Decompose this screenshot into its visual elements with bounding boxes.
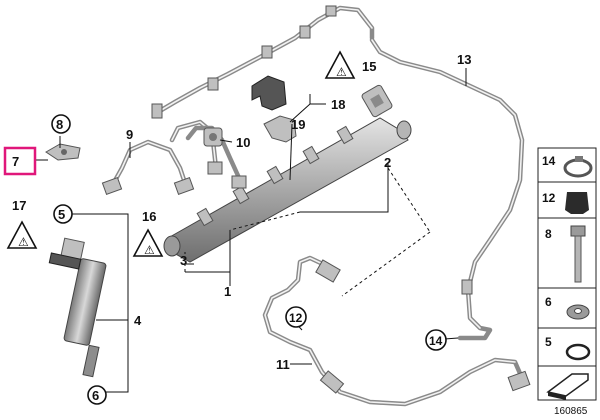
warning-triangle-icon: ⚠ <box>324 50 356 79</box>
rail-port <box>336 125 354 145</box>
callout-6: 6 <box>92 388 99 403</box>
legend-label: 5 <box>545 335 552 349</box>
line-nut <box>101 176 123 196</box>
legend-cell-washer[interactable]: 6 <box>537 287 597 329</box>
legend-cell-seal-ring[interactable]: 5 <box>537 327 597 367</box>
callout-10: 10 <box>236 135 250 150</box>
callout-circle <box>285 306 307 328</box>
callout-14: 14 <box>429 334 443 348</box>
callouts: 1 2 3 4 5 6 7 8 9 10 11 12 13 14 <box>3 50 471 405</box>
line-nut <box>173 176 195 196</box>
overview-arrow-shadow <box>548 392 566 400</box>
line-nut <box>231 175 247 189</box>
warning-triangle-icon: ⚠ <box>6 220 38 249</box>
harness-clip <box>261 45 273 59</box>
callout-18: 18 <box>331 97 345 112</box>
harness-clip <box>207 77 219 91</box>
rail-port <box>196 207 214 227</box>
callout-3: 3 <box>180 253 187 268</box>
hose-clamp-screw <box>575 156 583 162</box>
pipe-clamp[interactable] <box>203 127 223 147</box>
seal-ring-icon <box>565 343 591 361</box>
svg-text:⚠: ⚠ <box>336 65 347 79</box>
svg-text:⚠: ⚠ <box>18 235 29 249</box>
callout-12: 12 <box>289 311 303 325</box>
callout-circle <box>87 385 107 405</box>
legend-cell-hose-clamp[interactable]: 14 <box>537 147 597 183</box>
fuel-injector[interactable] <box>48 237 107 378</box>
washer-hole <box>574 308 582 314</box>
callout-circle <box>51 114 71 134</box>
callout-5: 5 <box>58 207 65 222</box>
diagram-number: 160865 <box>554 406 588 417</box>
bolt-head-icon <box>570 225 586 237</box>
callout-17: 17 <box>12 198 26 213</box>
rail-end-cap <box>396 120 412 140</box>
rail-port <box>232 185 250 205</box>
warning-triangle-icon: ⚠ <box>132 228 164 257</box>
harness-clip <box>151 103 163 119</box>
rail-port <box>302 145 320 165</box>
line-nut <box>319 370 345 394</box>
legend-cell-bolt[interactable]: 8 <box>537 217 597 289</box>
callout-circle <box>53 204 73 224</box>
callout-7: 7 <box>12 154 19 169</box>
pressure-control-valve[interactable] <box>361 84 393 118</box>
legend-label: 6 <box>545 295 552 309</box>
callout-15: 15 <box>362 59 376 74</box>
legend-label: 12 <box>542 191 556 205</box>
high-pressure-lines[interactable] <box>101 119 247 196</box>
callout-circle <box>425 329 447 351</box>
leader-lines <box>35 68 467 393</box>
callout-1: 1 <box>224 284 231 299</box>
harness-clip <box>299 25 311 39</box>
harness-clip <box>325 5 337 17</box>
line-nut <box>507 370 531 392</box>
rail-port <box>266 165 284 185</box>
wiring-harness[interactable] <box>151 5 375 119</box>
fuel-rail[interactable] <box>163 117 412 263</box>
callout-8: 8 <box>56 117 63 132</box>
svg-text:⚠: ⚠ <box>144 243 155 257</box>
callout-2: 2 <box>384 155 391 170</box>
line-clip <box>461 279 473 295</box>
parts-legend-panel: 14 12 8 6 5 <box>537 147 597 417</box>
callout-16: 16 <box>142 209 156 224</box>
line-nut <box>315 259 341 283</box>
clamp-bolt[interactable] <box>45 143 81 161</box>
callout-4: 4 <box>134 313 142 328</box>
legend-label: 8 <box>545 227 552 241</box>
line-nut <box>207 161 223 175</box>
callout-9: 9 <box>126 127 133 142</box>
rail-end-cap <box>163 235 181 257</box>
fuel-return-line[interactable] <box>369 37 525 341</box>
legend-cell-overview[interactable] <box>537 365 597 401</box>
fuel-feed-line[interactable] <box>262 255 531 407</box>
bolt-shank-icon <box>574 235 582 283</box>
selected-part-highlight[interactable] <box>3 146 37 176</box>
legend-cell-grommet[interactable]: 12 <box>537 181 597 219</box>
rail-mount-bushing[interactable] <box>251 75 297 143</box>
legend-label: 14 <box>542 154 556 168</box>
callout-13: 13 <box>457 52 471 67</box>
callout-19: 19 <box>291 117 305 132</box>
callout-11: 11 <box>276 357 290 372</box>
grommet-icon <box>565 192 589 214</box>
